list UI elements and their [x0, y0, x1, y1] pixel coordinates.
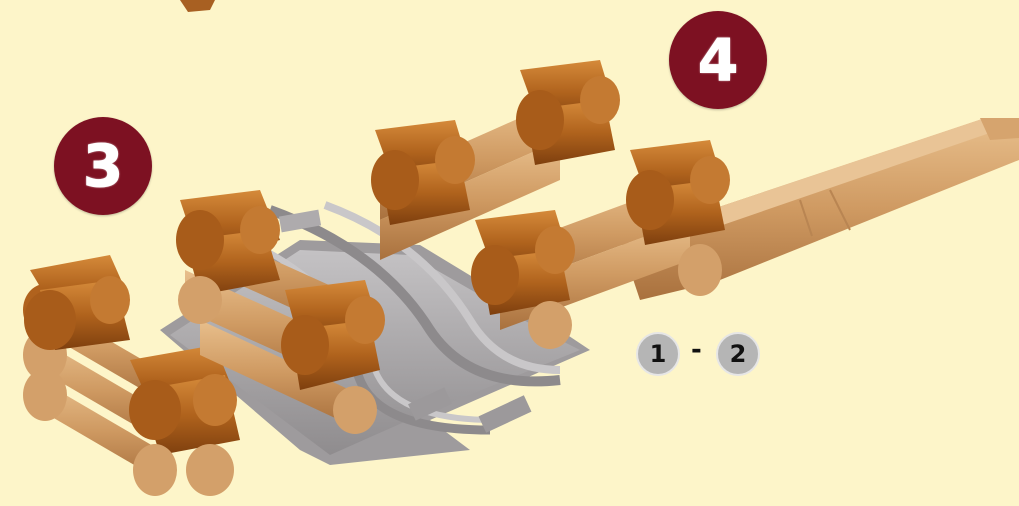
substep-number: 2	[730, 342, 747, 366]
partial-log	[180, 0, 215, 12]
substep-separator: -	[691, 335, 702, 365]
step-number: 3	[83, 137, 123, 195]
substep-badge-from: 1	[636, 332, 680, 376]
step-number-badge: 3	[54, 117, 152, 215]
step-number-badge: 4	[669, 11, 767, 109]
substep-badge-to: 2	[716, 332, 760, 376]
substep-number: 1	[650, 342, 667, 366]
step-number: 4	[698, 31, 738, 89]
